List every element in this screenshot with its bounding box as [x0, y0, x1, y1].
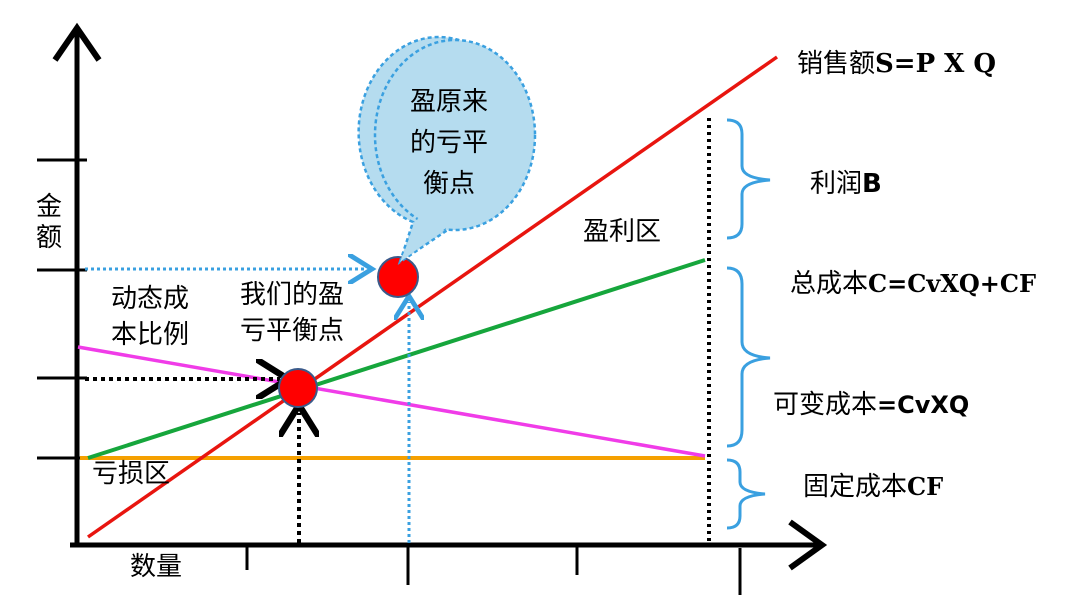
- total-cost-line: [87, 258, 706, 460]
- x-axis-label: 数量: [130, 552, 182, 582]
- original-breakeven-bubble: 盈原来 的亏平 衡点: [357, 35, 537, 266]
- dynamic-ratio-label-1: 动态成: [111, 284, 189, 314]
- cost-brace: [726, 266, 771, 448]
- our-breakeven-label-2: 亏平衡点: [240, 316, 344, 346]
- y-axis-label-2: 额: [36, 223, 62, 253]
- y-axis: [37, 22, 102, 545]
- sales-line: [86, 55, 779, 539]
- loss-zone-label: 亏损区: [92, 459, 170, 489]
- dynamic-ratio-label-2: 本比例: [111, 320, 189, 350]
- our-breakeven-label-1: 我们的盈: [240, 280, 344, 310]
- bubble-line-2: 的亏平: [410, 128, 488, 158]
- bubble-line-1: 盈原来: [410, 87, 488, 117]
- x-axis: [70, 519, 828, 595]
- fixed-cost-brace: [726, 458, 766, 530]
- bubble-line-3: 衡点: [423, 169, 475, 199]
- our-breakeven-point: [278, 368, 318, 408]
- fixed-cost-label: 固定成本CF: [803, 472, 943, 502]
- sales-label: 销售额S=P X Q: [797, 49, 996, 79]
- y-axis-label-1: 金: [36, 192, 62, 222]
- profit-brace: [726, 118, 771, 240]
- original-breakeven-point: [377, 256, 419, 298]
- profit-label: 利润B: [810, 169, 882, 199]
- profit-zone-label: 盈利区: [583, 217, 661, 247]
- variable-cost-label: 可变成本=CvXQ: [773, 390, 969, 420]
- total-cost-label: 总成本C=CvXQ+CF: [790, 269, 1036, 299]
- dynamic-ratio-line: [77, 345, 706, 458]
